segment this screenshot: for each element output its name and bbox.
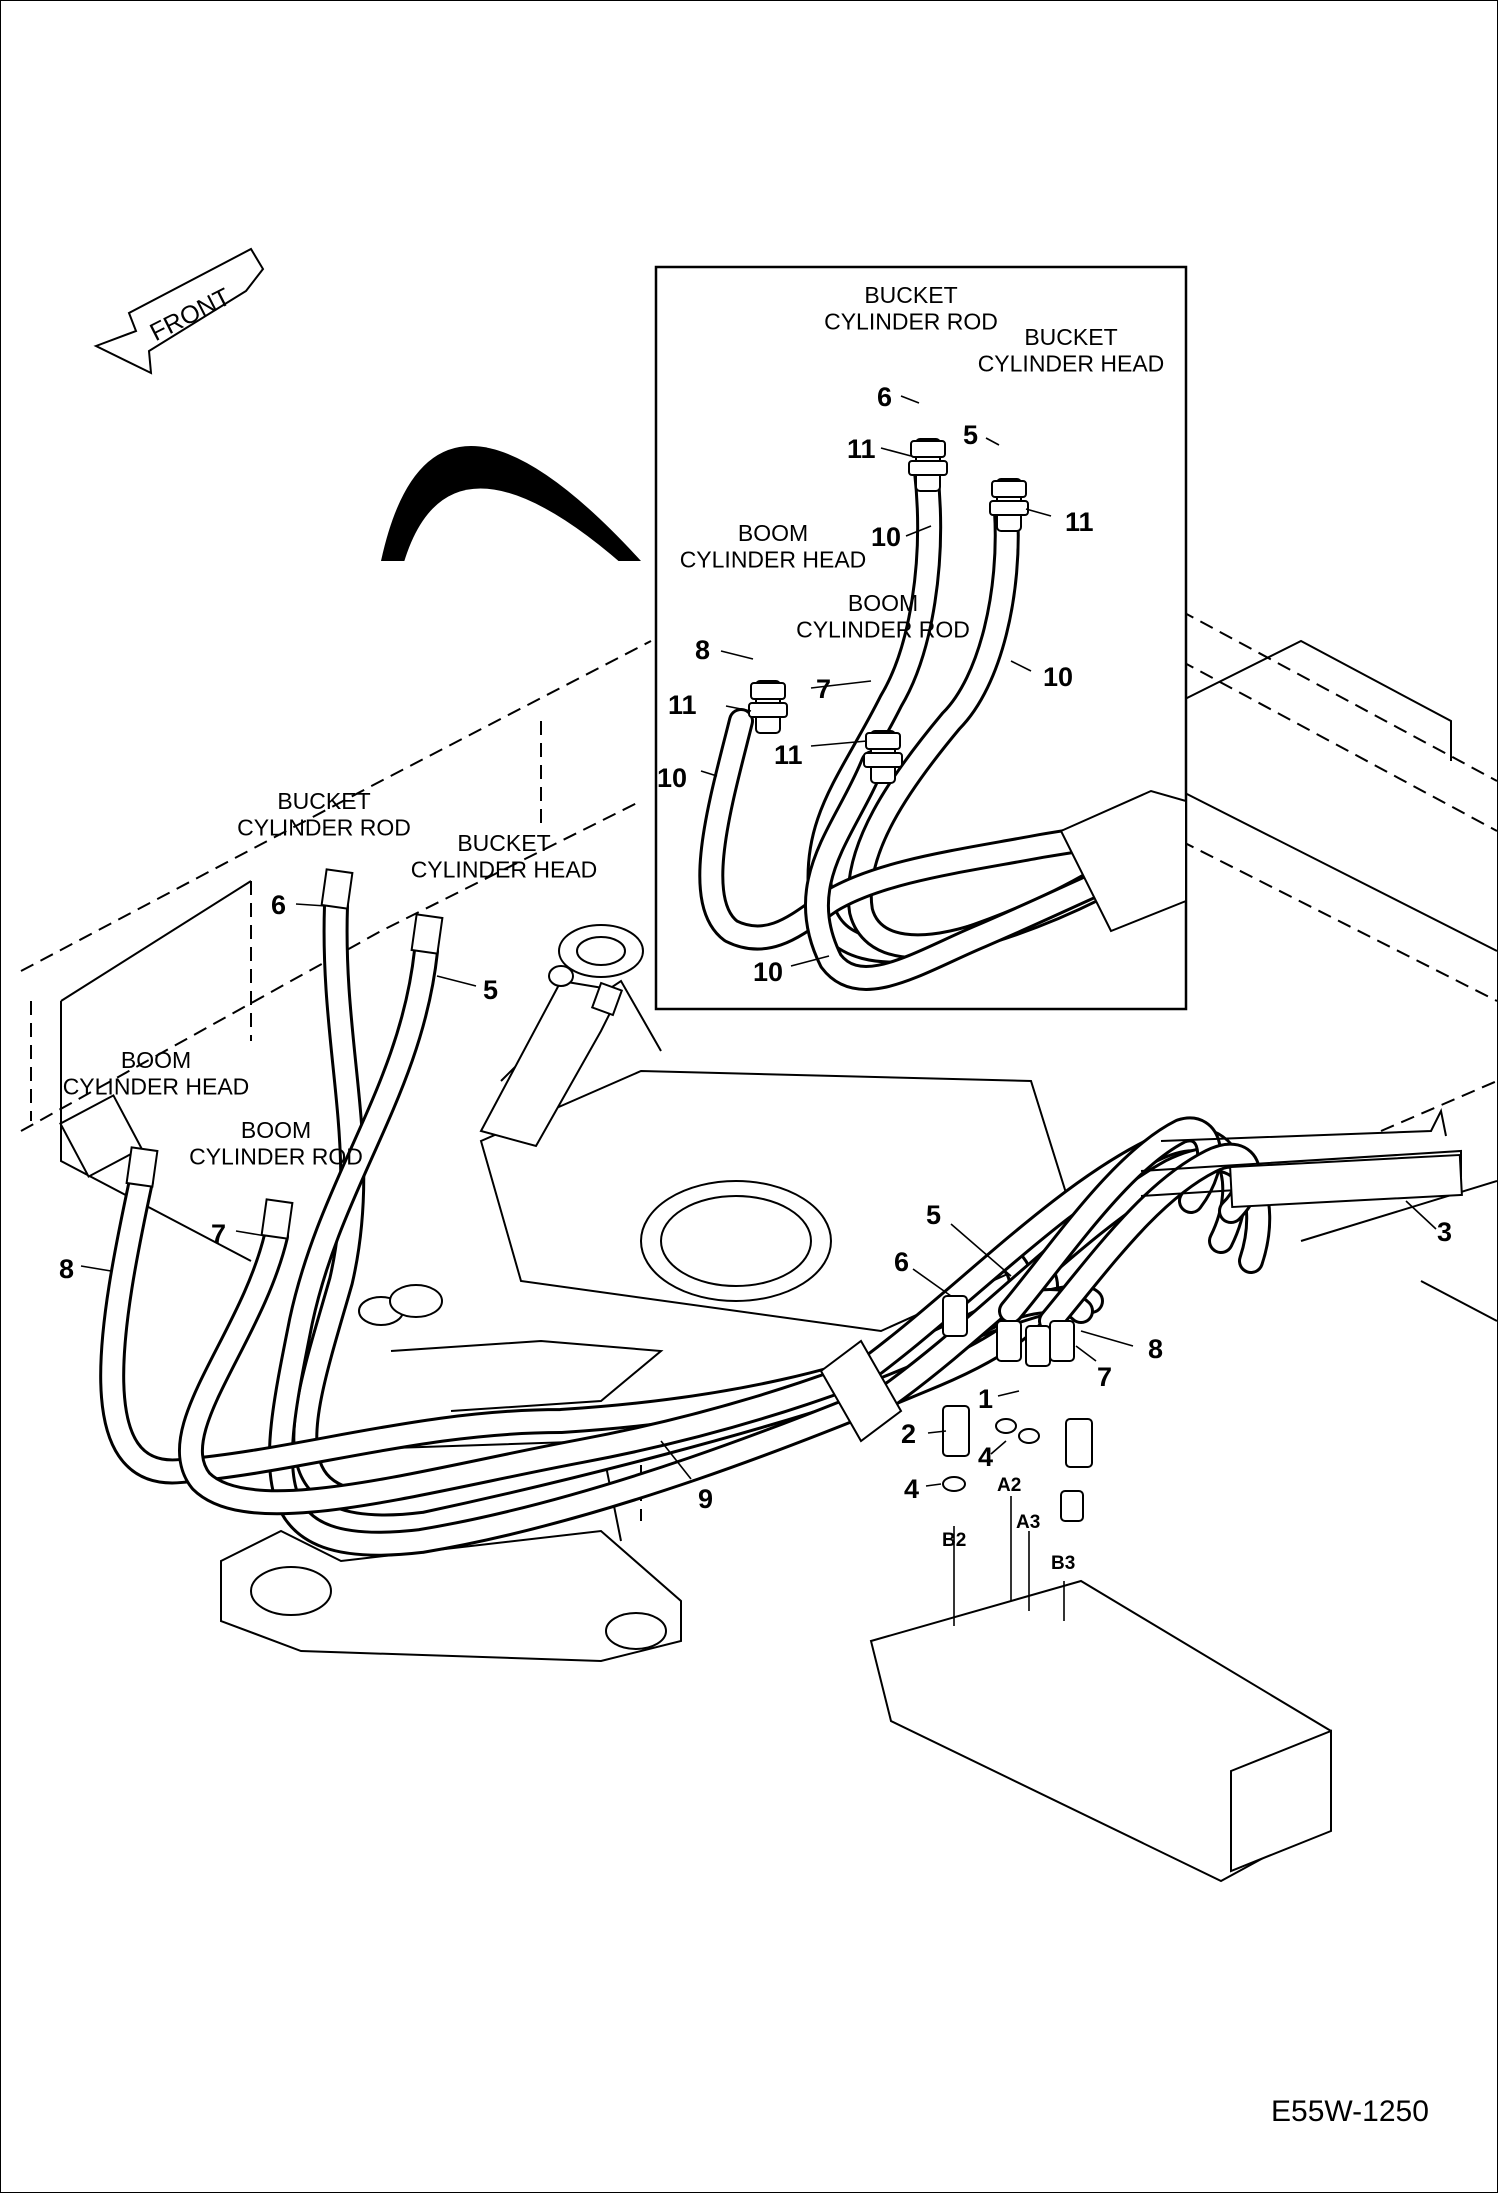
inset-callout-5: 5 bbox=[963, 420, 978, 450]
detail-inset bbox=[654, 265, 1188, 1011]
main-callout-3: 3 bbox=[1437, 1217, 1452, 1247]
swing-frame bbox=[220, 924, 1083, 1663]
main-callout-9: 9 bbox=[698, 1484, 713, 1514]
inset-callout-11-c: 11 bbox=[668, 690, 697, 720]
inset-callout-11-b: 11 bbox=[1065, 507, 1094, 537]
inset-callout-8: 8 bbox=[695, 635, 710, 665]
valve-callout-4-a: 4 bbox=[978, 1442, 993, 1472]
inset-callout-7: 7 bbox=[816, 674, 831, 704]
hose-end-fittings-main bbox=[125, 868, 444, 1240]
valve-callout-1: 1 bbox=[978, 1384, 993, 1414]
hydraulic-tube-3 bbox=[1140, 1107, 1463, 1209]
leader-lines bbox=[80, 395, 1437, 1626]
valve-callout-6: 6 bbox=[894, 1247, 909, 1277]
valve-callout-7: 7 bbox=[1097, 1362, 1112, 1392]
inset-callout-10-a: 10 bbox=[871, 522, 901, 552]
main-callout-6: 6 bbox=[271, 890, 286, 920]
drawing-number: E55W-1250 bbox=[1271, 2095, 1429, 2128]
control-valve-block bbox=[869, 1579, 1332, 1883]
inset-callout-6: 6 bbox=[877, 382, 892, 412]
inset-callout-11-a: 11 bbox=[847, 434, 876, 464]
main-callout-5: 5 bbox=[483, 975, 498, 1005]
valve-callout-8: 8 bbox=[1148, 1334, 1163, 1364]
port-label-b3: B3 bbox=[1051, 1553, 1075, 1574]
main-callout-8: 8 bbox=[59, 1254, 74, 1284]
front-arrow: FRONT bbox=[93, 247, 265, 375]
port-label-b2: B2 bbox=[942, 1530, 966, 1551]
main-callout-7: 7 bbox=[211, 1219, 226, 1249]
valve-callout-2: 2 bbox=[901, 1419, 916, 1449]
inset-callout-10-c: 10 bbox=[657, 763, 687, 793]
valve-callout-4-b: 4 bbox=[904, 1474, 919, 1504]
inset-callout-11-d: 11 bbox=[774, 740, 803, 770]
boom-bracket bbox=[479, 965, 624, 1148]
valve-fittings bbox=[942, 1295, 1093, 1522]
inset-callout-10-d: 10 bbox=[753, 957, 783, 987]
upper-frame bbox=[20, 446, 1497, 1322]
inset-callout-10-b: 10 bbox=[1043, 662, 1073, 692]
valve-callout-5: 5 bbox=[926, 1200, 941, 1230]
port-label-a2: A2 bbox=[997, 1475, 1021, 1496]
port-label-a3: A3 bbox=[1016, 1512, 1040, 1533]
